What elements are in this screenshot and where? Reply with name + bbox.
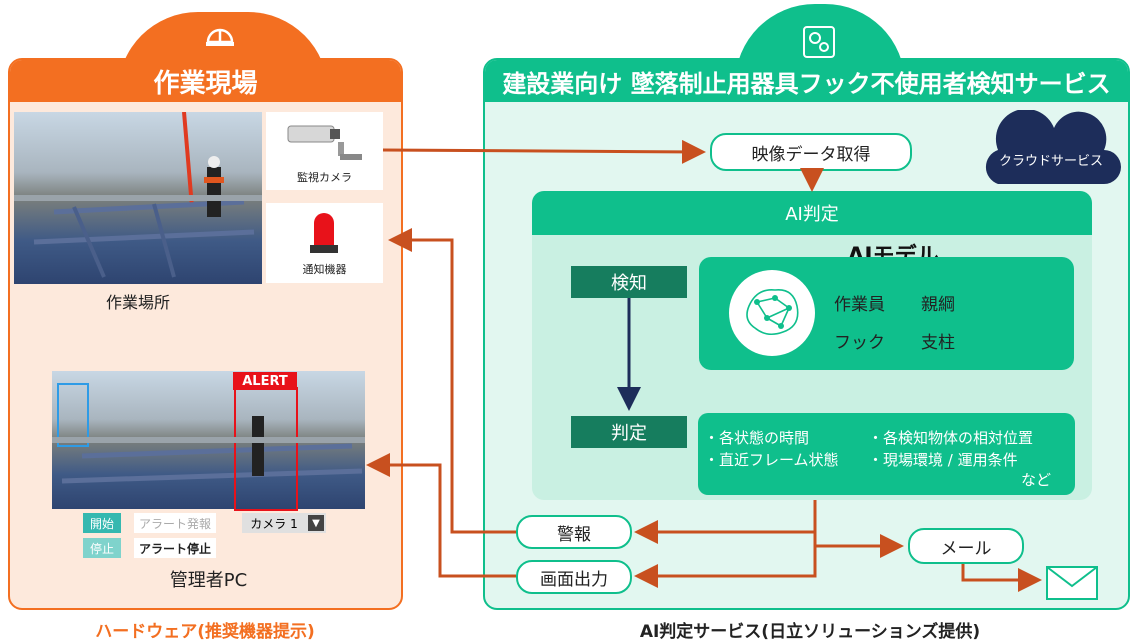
- object-hook: フック: [834, 333, 885, 353]
- ai-to-alarm-arrow: [634, 500, 817, 544]
- object-lifeline: 親綱: [921, 295, 955, 315]
- object-post: 支柱: [921, 333, 955, 353]
- camera-select[interactable]: カメラ 1 ▼: [242, 513, 326, 533]
- object-worker: 作業員: [834, 295, 885, 315]
- alarm-to-device-arrow: [388, 228, 516, 534]
- camera-card: 監視カメラ: [266, 112, 383, 190]
- detection-box-blue: [57, 383, 89, 447]
- alert-issue-button[interactable]: アラート発報: [134, 513, 216, 533]
- detect-step: 検知: [571, 266, 687, 298]
- alarm-device-card: 通知機器: [266, 203, 383, 283]
- pc-screen-photo: [52, 371, 365, 511]
- criterion-relative-position: ・各検知物体の相対位置: [868, 429, 1034, 447]
- surveillance-camera-icon: [287, 125, 362, 160]
- judgement-criteria-box: ・各状態の時間 ・各検知物体の相対位置 ・直近フレーム状態 ・現場環境 / 運用…: [698, 413, 1075, 495]
- screen-output-node: 画面出力: [516, 560, 632, 594]
- ai-service-footer: AI判定サービス(日立ソリューションズ提供): [639, 621, 981, 642]
- camera-to-video-arrow: [382, 139, 706, 164]
- screen-to-pc-arrow: [366, 453, 516, 578]
- gear-icon: [803, 26, 835, 58]
- ai-to-screen-arrow: [634, 532, 817, 588]
- stop-button[interactable]: 停止: [83, 538, 121, 558]
- alarm-caption: 通知機器: [302, 263, 347, 276]
- worksite-caption: 作業場所: [105, 293, 170, 312]
- camera-caption: 監視カメラ: [297, 171, 352, 184]
- start-button[interactable]: 開始: [83, 513, 121, 533]
- alert-badge: ALERT: [233, 372, 297, 390]
- worksite-photo: [14, 112, 262, 284]
- service-title: 建設業向け 墜落制止用器具フック不使用者検知サービス: [485, 60, 1128, 102]
- cloud-service-label: クラウドサービス: [998, 153, 1103, 169]
- neural-network-icon: [729, 270, 815, 356]
- hardware-footer: ハードウェア(推奨機器提示): [95, 621, 315, 642]
- criterion-etc: など: [1021, 471, 1052, 489]
- alert-stop-button[interactable]: アラート停止: [134, 538, 216, 558]
- criterion-time: ・各状態の時間: [704, 429, 810, 447]
- camera-select-value: カメラ 1: [250, 516, 298, 531]
- alarm-output-node: 警報: [516, 515, 632, 549]
- worksite-title: 作業現場: [10, 60, 401, 102]
- warning-light-icon: [310, 213, 338, 253]
- helmet-icon: [206, 28, 234, 46]
- ai-judgement-title: AI判定: [532, 191, 1092, 235]
- criterion-environment: ・現場環境 / 運用条件: [868, 451, 1018, 469]
- criterion-recent-frames: ・直近フレーム状態: [704, 451, 839, 469]
- cloud-icon: [985, 110, 1121, 184]
- mail-output-node: メール: [908, 528, 1024, 564]
- pc-caption: 管理者PC: [169, 570, 248, 591]
- mail-icon: [1046, 566, 1098, 600]
- chevron-down-icon[interactable]: ▼: [308, 515, 324, 531]
- judge-step: 判定: [571, 416, 687, 448]
- mail-to-envelope-arrow: [961, 564, 1042, 592]
